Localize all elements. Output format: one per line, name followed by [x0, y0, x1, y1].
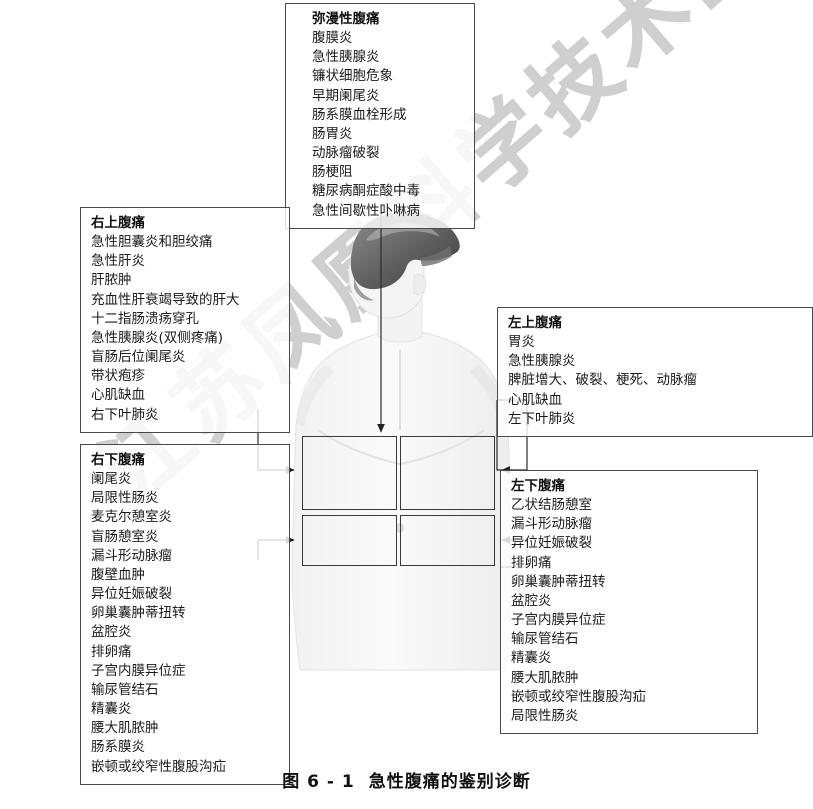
box-right-upper-abdominal-pain[interactable]: 右上腹痛 急性胆囊炎和胆绞痛 急性肝炎 肝脓肿 充血性肝衰竭导致的肝大 十二指肠…: [80, 207, 290, 433]
box-item: 局限性肠炎: [91, 490, 159, 507]
box-item: 心肌缺血: [91, 387, 145, 404]
box-item: 镰状细胞危象: [312, 68, 393, 85]
quadrant-left-upper: [400, 436, 495, 510]
box-item: 动脉瘤破裂: [312, 145, 380, 162]
box-item: 肝脓肿: [91, 272, 132, 289]
box-item: 局限性肠炎: [511, 707, 579, 724]
box-item: 排卵痛: [91, 643, 132, 660]
box-item: 肠梗阻: [312, 164, 353, 181]
box-item: 带状疱疹: [91, 368, 145, 385]
box-item: 乙状结肠憩室: [511, 497, 592, 514]
box-item: 卵巢囊肿蒂扭转: [91, 605, 186, 622]
box-item: 脾脏增大、破裂、梗死、动脉瘤: [508, 372, 697, 389]
box-item: 腹壁血肿: [91, 566, 145, 583]
box-item: 阑尾炎: [91, 471, 132, 488]
box-item: 子宫内膜异位症: [91, 662, 186, 679]
box-diffuse-abdominal-pain[interactable]: 弥漫性腹痛 腹膜炎 急性胰腺炎 镰状细胞危象 早期阑尾炎 肠系膜血栓形成 肠胃炎…: [285, 3, 475, 229]
box-item: 盲肠憩室炎: [91, 528, 159, 545]
box-item: 急性胰腺炎: [312, 49, 380, 66]
figure-caption: 图 6 - 1 急性腹痛的鉴别诊断: [0, 767, 813, 792]
box-item: 盆腔炎: [511, 592, 552, 609]
box-item: 漏斗形动脉瘤: [511, 516, 592, 533]
box-item: 子宫内膜异位症: [511, 612, 606, 629]
box-item: 输尿管结石: [91, 681, 159, 698]
box-title: 左上腹痛: [508, 315, 562, 331]
box-title: 弥漫性腹痛: [312, 11, 380, 27]
box-item: 腹膜炎: [312, 30, 353, 47]
box-item: 急性胰腺炎: [508, 353, 576, 370]
box-item: 腰大肌脓肿: [511, 669, 579, 686]
box-item: 糖尿病酮症酸中毒: [312, 183, 420, 200]
box-item: 异位妊娠破裂: [91, 586, 172, 603]
box-item: 嵌顿或绞窄性腹股沟疝: [91, 758, 226, 775]
box-item: 精囊炎: [511, 650, 552, 667]
quadrant-left-lower: [400, 515, 495, 566]
box-item: 异位妊娠破裂: [511, 535, 592, 552]
box-item: 肠系膜炎: [91, 739, 145, 756]
box-title: 右下腹痛: [91, 452, 145, 468]
quadrant-right-lower: [302, 515, 397, 566]
box-item: 急性胰腺炎(双侧疼痛): [91, 329, 224, 346]
box-right-lower-abdominal-pain[interactable]: 右下腹痛 阑尾炎 局限性肠炎 麦克尔憩室炎 盲肠憩室炎 漏斗形动脉瘤 腹壁血肿 …: [80, 444, 290, 785]
box-item: 充血性肝衰竭导致的肝大: [91, 291, 240, 308]
figure-number: 图 6 - 1: [282, 772, 355, 792]
figure-title: 急性腹痛的鉴别诊断: [368, 772, 531, 792]
box-left-lower-abdominal-pain[interactable]: 左下腹痛 乙状结肠憩室 漏斗形动脉瘤 异位妊娠破裂 排卵痛 卵巢囊肿蒂扭转 盆腔…: [500, 470, 758, 735]
box-item: 卵巢囊肿蒂扭转: [511, 573, 606, 590]
box-item: 急性肝炎: [91, 253, 145, 270]
box-item: 腰大肌脓肿: [91, 720, 159, 737]
box-item: 漏斗形动脉瘤: [91, 547, 172, 564]
box-title: 左下腹痛: [511, 478, 565, 494]
box-item: 肠胃炎: [312, 125, 353, 142]
box-item: 排卵痛: [511, 554, 552, 571]
box-item: 肠系膜血栓形成: [312, 106, 407, 123]
box-left-upper-abdominal-pain[interactable]: 左上腹痛 胃炎 急性胰腺炎 脾脏增大、破裂、梗死、动脉瘤 心肌缺血 左下叶肺炎: [497, 307, 813, 437]
box-item: 精囊炎: [91, 701, 132, 718]
box-item: 急性间歇性卟啉病: [312, 202, 420, 219]
box-item: 嵌顿或绞窄性腹股沟疝: [511, 688, 646, 705]
box-item: 早期阑尾炎: [312, 87, 380, 104]
box-item: 左下叶肺炎: [508, 410, 576, 427]
box-item: 麦克尔憩室炎: [91, 509, 172, 526]
box-item: 输尿管结石: [511, 631, 579, 648]
box-item: 右下叶肺炎: [91, 406, 159, 423]
box-item: 胃炎: [508, 334, 535, 351]
quadrant-right-upper: [302, 436, 397, 510]
box-item: 盆腔炎: [91, 624, 132, 641]
box-item: 十二指肠溃疡穿孔: [91, 310, 199, 327]
box-item: 盲肠后位阑尾炎: [91, 349, 186, 366]
box-title: 右上腹痛: [91, 215, 145, 231]
box-item: 心肌缺血: [508, 391, 562, 408]
box-item: 急性胆囊炎和胆绞痛: [91, 234, 213, 251]
